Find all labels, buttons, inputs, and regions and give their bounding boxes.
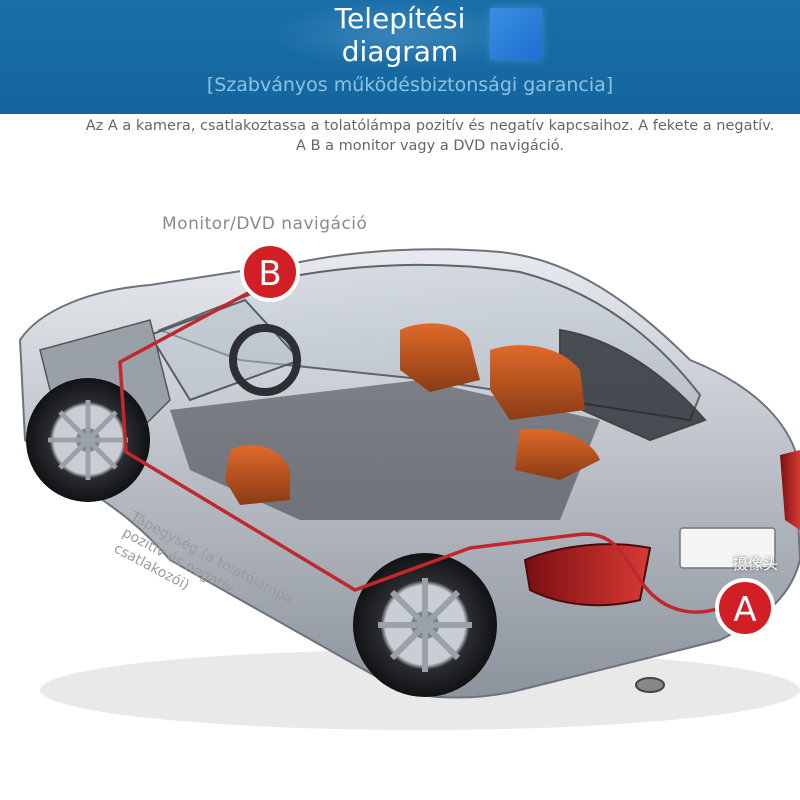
marker-b-letter: B	[258, 254, 281, 294]
page-subtitle: [Szabványos működésbiztonsági garancia]	[206, 74, 614, 96]
marker-b: B	[240, 242, 300, 302]
marker-a-letter: A	[733, 590, 756, 630]
header-blue-square	[490, 8, 542, 60]
rear-wheel	[353, 553, 497, 697]
header-banner: Telepítési diagram [Szabványos működésbi…	[0, 0, 800, 114]
header-glow	[270, 0, 530, 70]
monitor-label: Monitor/DVD navigáció	[162, 214, 368, 234]
steering-wheel	[229, 324, 301, 396]
front-seat-left	[400, 323, 480, 392]
page-title: Telepítési diagram	[334, 2, 466, 68]
front-seat-right	[225, 445, 290, 505]
front-wheel	[26, 378, 150, 502]
marker-a: A	[715, 578, 775, 638]
rear-lamp	[523, 543, 652, 607]
instruction-caption: Az A a kamera, csatlakoztassa a tolatólá…	[85, 118, 775, 154]
camera-label: 摄像头	[733, 555, 779, 573]
rear-lamp-right	[780, 450, 800, 530]
wiring-harness	[118, 290, 721, 614]
rear-seat-lower	[515, 428, 600, 480]
exhaust-pipe	[635, 677, 665, 693]
license-plate	[679, 527, 776, 569]
rear-seat	[490, 345, 585, 420]
rear-window	[559, 328, 707, 442]
